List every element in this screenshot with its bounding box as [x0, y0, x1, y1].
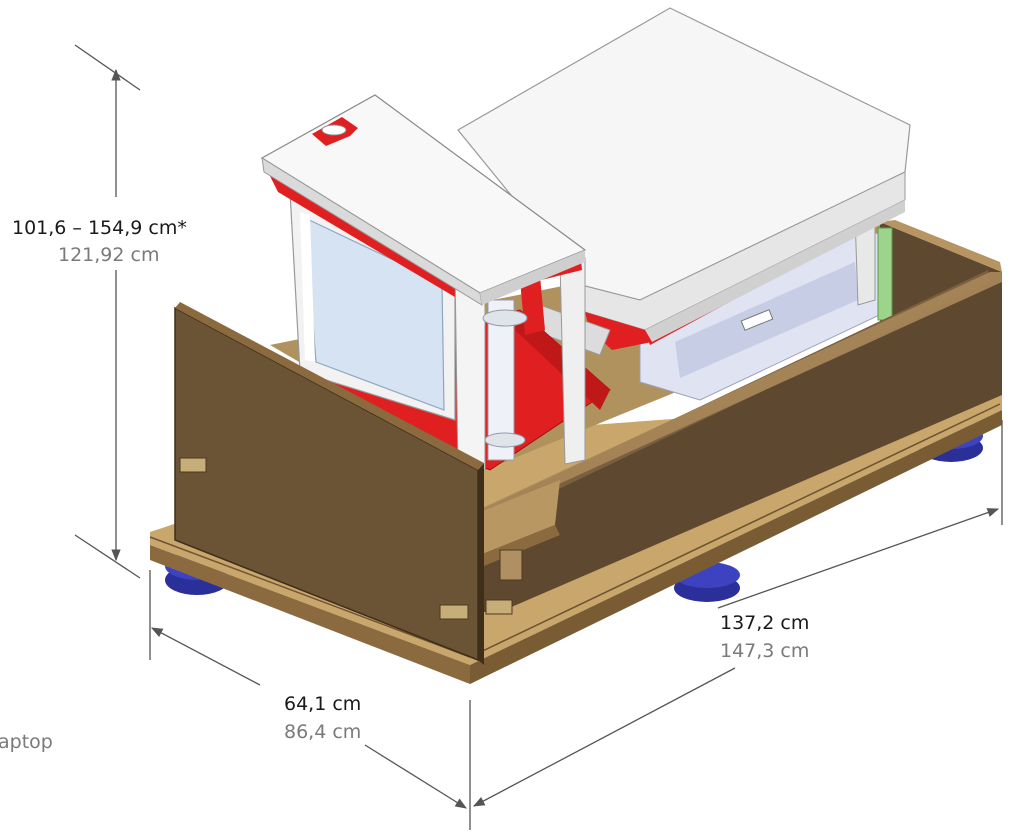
- dimension-depth: [149, 570, 471, 830]
- crate-end-wall: [174, 302, 523, 665]
- depth-label: 64,1 cm: [284, 693, 362, 715]
- height-sub-label: 121,92 cm: [58, 244, 160, 266]
- dimension-length: [472, 420, 1003, 807]
- height-label: 101,6 – 154,9 cm*: [12, 217, 187, 239]
- cropped-text: aptop: [0, 731, 53, 753]
- small-cart: [260, 94, 611, 475]
- length-sub-label: 147,3 cm: [720, 640, 810, 662]
- crate-front-wall: [478, 270, 1002, 612]
- large-unit: [457, 7, 911, 401]
- dimension-height: [74, 44, 141, 579]
- depth-sub-label: 86,4 cm: [284, 721, 362, 743]
- length-label: 137,2 cm: [720, 612, 810, 634]
